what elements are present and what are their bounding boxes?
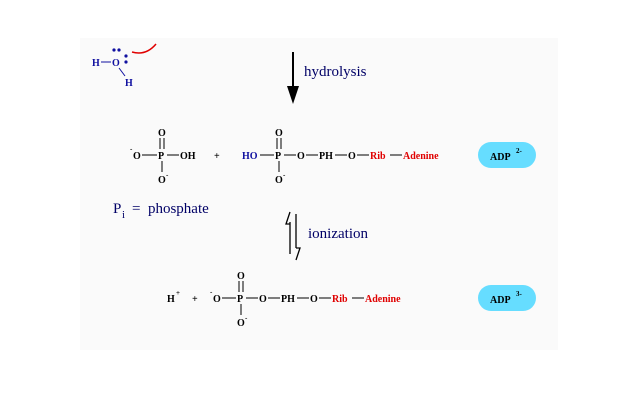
water-bond-2	[118, 67, 126, 77]
charge-minus: -	[283, 171, 286, 179]
oxygen-bridge: O	[297, 151, 305, 162]
oxygen-top: O	[158, 128, 166, 139]
charge-minus: -	[166, 171, 169, 179]
oxygen-bottom: O	[237, 318, 245, 329]
water-hydrogen-bottom: H	[125, 78, 133, 89]
adp3-badge-charge: 3-	[516, 290, 523, 298]
oxygen-link: O	[310, 294, 318, 305]
ribose: Rib	[370, 151, 386, 162]
ph-group: PH	[281, 294, 295, 305]
ionization-arrow: ionization	[285, 211, 368, 261]
pi-symbol: P	[113, 201, 121, 217]
hydroxyl-ho: HO	[242, 151, 258, 162]
ribose: Rib	[332, 294, 348, 305]
oxygen-left: O	[133, 151, 141, 162]
oxygen-top: O	[237, 271, 245, 282]
charge-minus: -	[245, 314, 248, 322]
adenine: Adenine	[403, 151, 439, 162]
adp3-badge-bg	[478, 285, 536, 311]
lone-pair-dot	[117, 48, 121, 52]
oxygen-bottom: O	[275, 175, 283, 186]
ionization-arrow-up-head	[285, 211, 291, 225]
oxygen-left: O	[213, 294, 221, 305]
hydroxyl: OH	[180, 151, 196, 162]
hydrogen-ion: H +	[167, 289, 180, 305]
water-oxygen: O	[112, 58, 120, 69]
hydrolysis-arrow-head	[287, 86, 299, 104]
oxygen-link: O	[348, 151, 356, 162]
hydrogen: H	[167, 294, 175, 305]
water-hydrogen-top: H	[92, 58, 100, 69]
adenine: Adenine	[365, 294, 401, 305]
hydrolysis-label: hydrolysis	[304, 64, 367, 80]
charge-minus: -	[130, 145, 133, 153]
adp3-badge-label: ADP	[490, 295, 511, 306]
adp2-badge: ADP 2-	[478, 142, 536, 168]
hydrolysis-arrow: hydrolysis	[287, 52, 367, 104]
ionization-label: ionization	[308, 226, 368, 242]
plus-sign: +	[214, 151, 220, 162]
phosphorus: P	[158, 151, 164, 162]
charge-plus: +	[176, 289, 180, 297]
adp2-badge-label: ADP	[490, 152, 511, 163]
ionization-arrow-down-head	[295, 247, 301, 261]
adp3-badge: ADP 3-	[478, 285, 536, 311]
adp-molecule: HO P O O - O PH O Rib Adenine	[242, 128, 439, 186]
lone-pair-dot	[112, 48, 116, 52]
adp3-molecule: - O P O O - O PH O Rib Adenine	[210, 271, 401, 329]
charge-minus: -	[210, 288, 213, 296]
oxygen-top: O	[275, 128, 283, 139]
phosphorus: P	[275, 151, 281, 162]
phosphorus: P	[237, 294, 243, 305]
lone-pair-dot	[124, 60, 128, 64]
phosphate-definition: P i = phosphate	[113, 201, 209, 221]
electron-arrow-curve	[131, 43, 157, 54]
water-molecule: H O H	[92, 43, 157, 89]
oxygen-bottom: O	[158, 175, 166, 186]
pi-definition-text: = phosphate	[132, 201, 209, 217]
oxygen-bridge: O	[259, 294, 267, 305]
pi-subscript: i	[122, 209, 125, 221]
plus-sign: +	[192, 294, 198, 305]
ph-group: PH	[319, 151, 333, 162]
adp2-badge-bg	[478, 142, 536, 168]
lone-pair-dot	[124, 54, 128, 58]
phosphate-molecule: - O P O O - OH	[130, 128, 196, 186]
adp2-badge-charge: 2-	[516, 147, 523, 155]
